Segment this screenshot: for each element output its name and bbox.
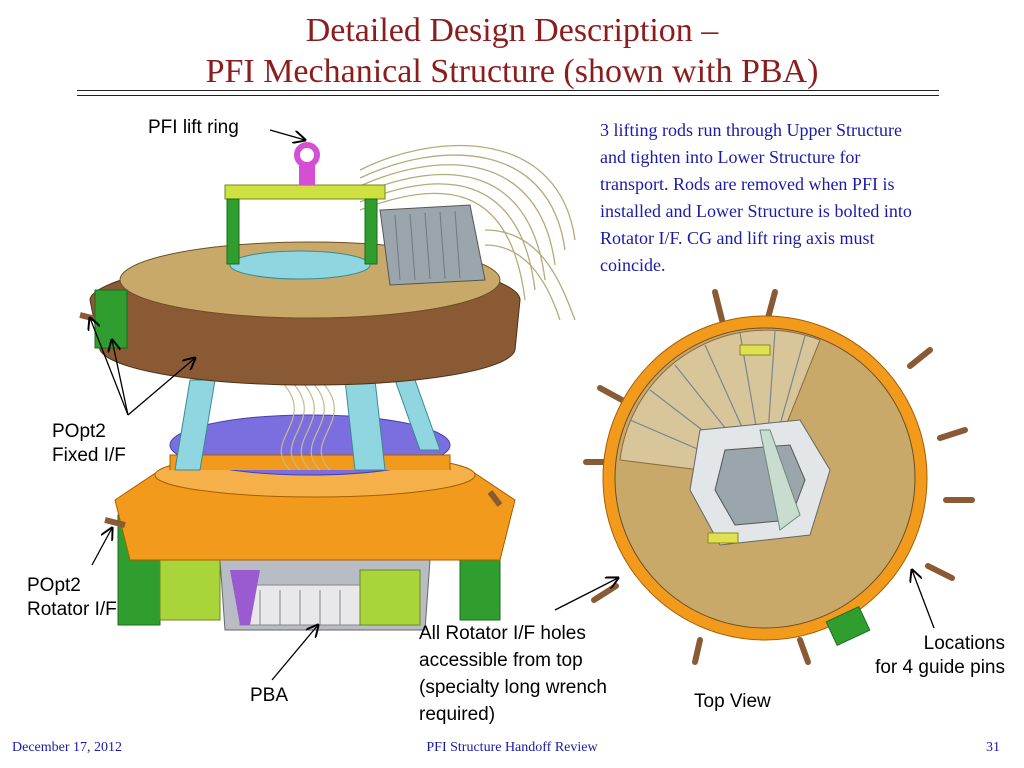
pfi-assembly-3d-view [79,142,576,631]
callout-arrows [90,129,935,681]
label-guide-pins: Locations for 4 guide pins [875,633,1005,678]
label-popt2-fixed-if: POpt2 Fixed I/F [52,421,126,466]
label-top-view: Top View [694,691,771,712]
title-rule-top [77,90,939,91]
footer-title: PFI Structure Handoff Review [426,740,598,755]
label-popt2-rotator-if: POpt2 Rotator I/F [27,575,117,620]
footer-page-number: 31 [986,740,1000,755]
label-pba: PBA [250,685,289,706]
lifting-rods-note: 3 lifting rods run through Upper Structu… [600,120,912,275]
footer-date: December 17, 2012 [12,740,123,755]
label-pfi-lift-ring: PFI lift ring [148,117,239,138]
pfi-top-view [583,289,975,665]
slide-title-line2: PFI Mechanical Structure (shown with PBA… [205,53,819,90]
slide-title-line1: Detailed Design Description – [305,12,719,49]
title-rule-bottom [77,95,939,96]
label-rotator-holes: All Rotator I/F holes accessible from to… [419,623,607,725]
